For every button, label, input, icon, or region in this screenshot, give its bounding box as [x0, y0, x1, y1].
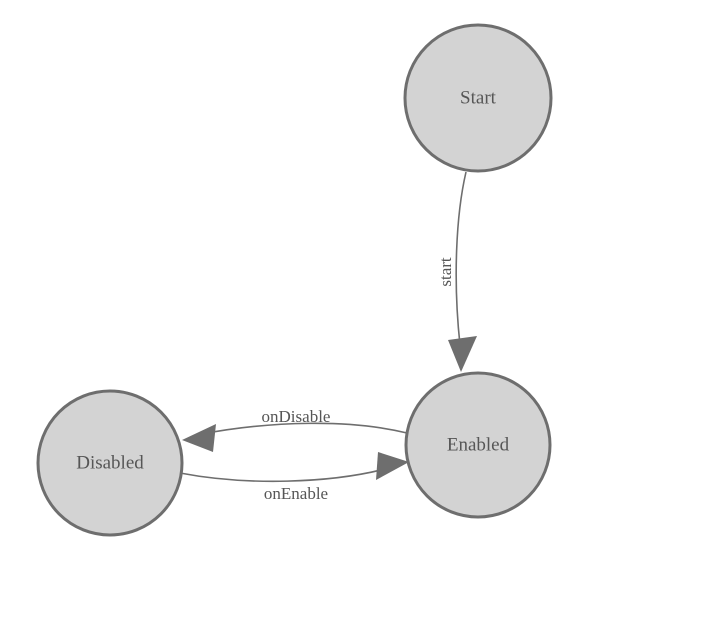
arrowhead-right-icon: [376, 452, 409, 480]
arrowhead-down-icon: [448, 336, 477, 372]
edge-disabled-to-enabled-line: [179, 468, 386, 483]
edge-label-ondisable: onDisable: [262, 407, 331, 426]
node-disabled[interactable]: Disabled: [36, 389, 184, 537]
node-enabled-label: Enabled: [447, 434, 510, 455]
node-start[interactable]: Start: [403, 23, 553, 173]
edge-label-start: start: [436, 257, 455, 287]
node-start-label: Start: [460, 87, 497, 108]
node-disabled-label: Disabled: [76, 452, 144, 473]
node-start-circle: [403, 23, 553, 173]
edge-start-to-enabled-line: [455, 171, 467, 346]
node-disabled-circle: [36, 389, 184, 537]
edge-enabled-to-disabled[interactable]: onDisable: [182, 407, 408, 452]
edge-start-to-enabled[interactable]: start: [436, 171, 477, 372]
arrowhead-left-icon: [182, 424, 216, 452]
edge-disabled-to-enabled[interactable]: onEnable: [179, 452, 409, 503]
edge-enabled-to-disabled-line: [201, 422, 408, 435]
node-enabled-circle: [404, 371, 552, 519]
edge-label-onenable: onEnable: [264, 484, 328, 503]
node-enabled[interactable]: Enabled: [404, 371, 552, 519]
